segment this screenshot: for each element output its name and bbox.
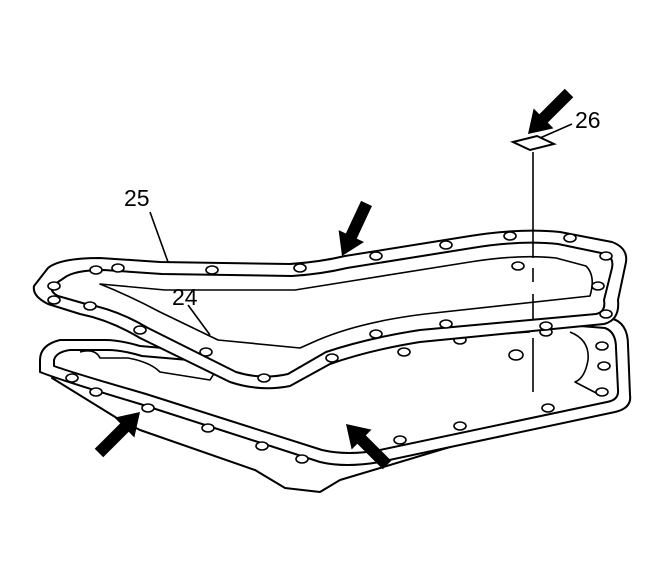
bolt-hole	[393, 435, 407, 445]
bolt-hole	[47, 295, 61, 305]
sealant-application-point	[510, 134, 557, 392]
bolt-hole	[295, 454, 309, 464]
pan-bolt-holes	[65, 327, 611, 464]
bolt-hole	[599, 251, 613, 261]
bolt-hole	[133, 325, 147, 335]
arrow-icon	[338, 200, 372, 256]
leader-line-26	[539, 123, 573, 139]
bolt-hole	[595, 387, 609, 397]
bolt-hole	[591, 281, 605, 291]
bolt-hole	[255, 441, 269, 451]
bolt-hole	[65, 373, 79, 383]
arrow-icon	[94, 412, 140, 458]
sealant-square	[510, 134, 557, 152]
bolt-hole	[205, 265, 219, 275]
pan-flange-inner	[53, 321, 620, 454]
bolt-hole	[541, 403, 555, 413]
bolt-hole	[89, 387, 103, 397]
gasket-bolt-holes	[47, 231, 613, 383]
bolt-hole	[599, 309, 613, 319]
gasket-outer	[32, 229, 628, 390]
bolt-hole	[47, 281, 61, 291]
bolt-hole	[325, 353, 339, 363]
bolt-hole	[257, 373, 271, 383]
indicator-arrows	[94, 88, 574, 470]
bolt-hole	[539, 321, 553, 331]
bolt-hole	[89, 265, 103, 275]
leader-lines	[149, 123, 573, 336]
bolt-hole	[508, 349, 524, 361]
arrow-icon	[528, 88, 574, 134]
bolt-hole	[503, 231, 517, 241]
bolt-hole	[439, 240, 453, 250]
bolt-hole	[595, 341, 609, 351]
bolt-hole	[293, 263, 307, 273]
leader-line-24	[187, 304, 211, 336]
leader-line-25	[149, 211, 169, 263]
bolt-hole	[369, 251, 383, 261]
callout-24: 24	[172, 284, 198, 310]
bolt-hole	[369, 329, 383, 339]
bolt-hole	[141, 403, 155, 413]
bolt-hole	[201, 423, 215, 433]
bolt-hole	[397, 347, 411, 357]
arrow-icon	[346, 424, 392, 470]
callout-26: 26	[575, 107, 601, 133]
bolt-hole	[111, 263, 125, 273]
bolt-hole	[597, 361, 611, 371]
pan-pocket-right	[569, 331, 601, 396]
bolt-hole	[563, 233, 577, 243]
bolt-hole	[511, 261, 525, 271]
bolt-hole	[453, 421, 467, 431]
gasket-opening	[99, 255, 594, 349]
bolt-hole	[83, 301, 97, 311]
bolt-hole	[199, 347, 213, 357]
bolt-hole	[439, 319, 453, 329]
callout-25: 25	[124, 185, 150, 211]
